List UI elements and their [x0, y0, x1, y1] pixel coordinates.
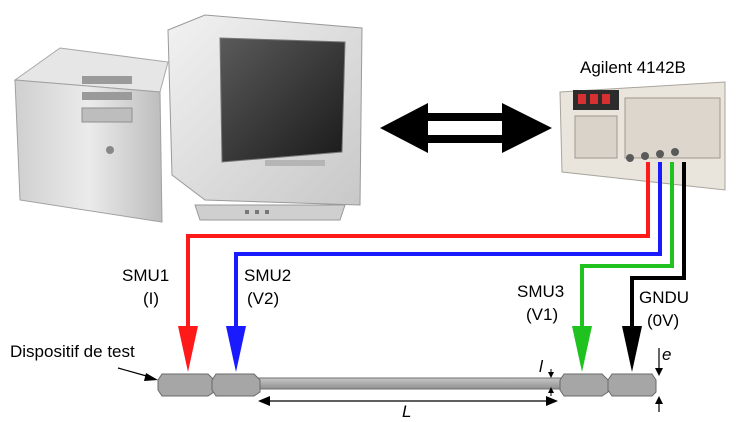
length-dimension-arrow: [258, 396, 558, 406]
smu3-name-label: SMU3: [517, 282, 565, 301]
device-label-pointer: [117, 367, 158, 381]
monitor-icon: [167, 14, 363, 221]
thickness-symbol: e: [662, 345, 672, 364]
smu2-cable: [234, 162, 662, 328]
device-label: Dispositif de test: [10, 342, 135, 361]
instrument-icon: [559, 81, 726, 191]
computer-tower-icon: [13, 47, 169, 223]
gndu-signal-label: (0V): [647, 311, 680, 330]
smu2-signal-label: (V2): [247, 289, 280, 308]
smu2-probe-arrow: [226, 326, 246, 372]
instrument-label: Agilent 4142B: [580, 58, 686, 77]
test-structure: [157, 373, 657, 397]
smu1-probe-arrow: [178, 326, 198, 372]
smu1-name-label: SMU1: [122, 266, 170, 285]
smu1-signal-label: (I): [143, 289, 160, 308]
smu2-name-label: SMU2: [244, 266, 292, 285]
smu1-cable: [186, 162, 650, 328]
length-symbol: L: [402, 402, 412, 421]
smu3-cable: [580, 162, 674, 328]
width-symbol: l: [539, 357, 543, 376]
bidirectional-arrow-icon: [380, 103, 552, 153]
gndu-probe-arrow: [622, 326, 642, 372]
smu3-probe-arrow: [572, 326, 592, 372]
gndu-cable: [630, 162, 686, 328]
thickness-dimension-marker: [655, 348, 663, 412]
gndu-name-label: GNDU: [639, 288, 690, 307]
width-dimension-marker: [548, 369, 554, 396]
smu3-signal-label: (V1): [526, 305, 559, 324]
